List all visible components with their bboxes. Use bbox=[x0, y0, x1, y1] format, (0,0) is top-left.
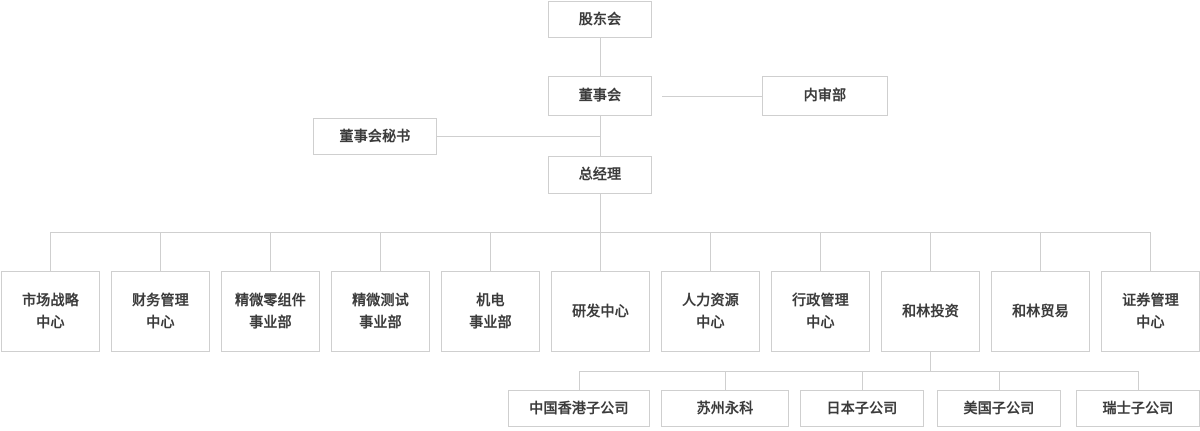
connector-board-to-audit bbox=[662, 96, 762, 97]
sub-drop-0 bbox=[579, 371, 580, 390]
dept-drop-4 bbox=[490, 232, 491, 271]
sub-drop-2 bbox=[862, 371, 863, 390]
node-department-5[interactable]: 研发中心 bbox=[551, 271, 650, 352]
subsidiary-bus bbox=[579, 371, 1138, 372]
node-department-3[interactable]: 精微测试 事业部 bbox=[331, 271, 430, 352]
connector-shareholders-to-board bbox=[600, 38, 601, 76]
node-subsidiary-4[interactable]: 瑞士子公司 bbox=[1076, 390, 1200, 427]
node-department-2[interactable]: 精微零组件 事业部 bbox=[221, 271, 320, 352]
node-subsidiary-0[interactable]: 中国香港子公司 bbox=[508, 390, 650, 427]
connector-helin-invest-to-sub-bus bbox=[930, 352, 931, 371]
node-department-7[interactable]: 行政管理 中心 bbox=[771, 271, 870, 352]
node-shareholders-meeting[interactable]: 股东会 bbox=[548, 1, 652, 38]
dept-drop-10 bbox=[1150, 232, 1151, 271]
node-department-9[interactable]: 和林贸易 bbox=[991, 271, 1090, 352]
node-department-8[interactable]: 和林投资 bbox=[881, 271, 980, 352]
node-board-secretary[interactable]: 董事会秘书 bbox=[313, 118, 437, 155]
node-internal-audit[interactable]: 内审部 bbox=[762, 76, 888, 116]
dept-drop-1 bbox=[160, 232, 161, 271]
node-subsidiary-2[interactable]: 日本子公司 bbox=[800, 390, 924, 427]
dept-drop-0 bbox=[50, 232, 51, 271]
dept-drop-7 bbox=[820, 232, 821, 271]
node-department-10[interactable]: 证券管理 中心 bbox=[1101, 271, 1200, 352]
node-subsidiary-3[interactable]: 美国子公司 bbox=[937, 390, 1061, 427]
connector-gm-to-dept-bus bbox=[600, 194, 601, 232]
dept-drop-5 bbox=[600, 232, 601, 271]
sub-drop-4 bbox=[1138, 371, 1139, 390]
sub-drop-1 bbox=[725, 371, 726, 390]
dept-drop-9 bbox=[1040, 232, 1041, 271]
dept-drop-2 bbox=[270, 232, 271, 271]
dept-drop-3 bbox=[380, 232, 381, 271]
connector-board-to-gm bbox=[600, 116, 601, 158]
node-department-0[interactable]: 市场战略 中心 bbox=[1, 271, 100, 352]
node-department-4[interactable]: 机电 事业部 bbox=[441, 271, 540, 352]
sub-drop-3 bbox=[999, 371, 1000, 390]
connector-secretary-to-gm bbox=[437, 136, 600, 137]
node-general-manager[interactable]: 总经理 bbox=[548, 156, 652, 194]
node-subsidiary-1[interactable]: 苏州永科 bbox=[661, 390, 789, 427]
node-department-1[interactable]: 财务管理 中心 bbox=[111, 271, 210, 352]
node-department-6[interactable]: 人力资源 中心 bbox=[661, 271, 760, 352]
dept-drop-8 bbox=[930, 232, 931, 271]
node-board-of-directors[interactable]: 董事会 bbox=[548, 76, 652, 116]
dept-drop-6 bbox=[710, 232, 711, 271]
